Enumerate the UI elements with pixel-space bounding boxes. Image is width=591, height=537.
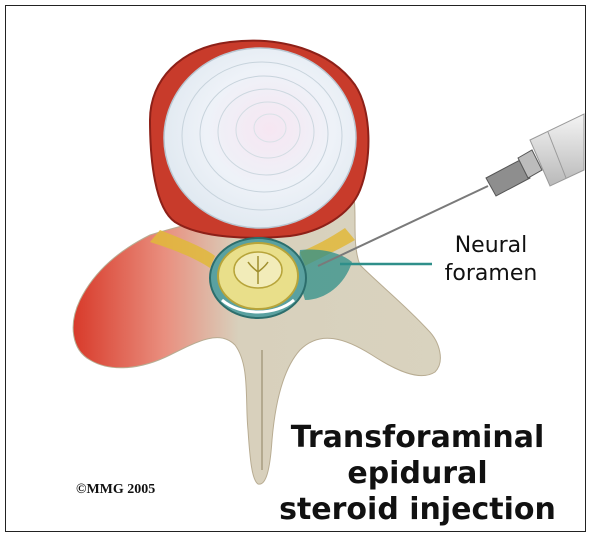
needle-hub (486, 150, 542, 196)
title-line2: epidural (265, 456, 570, 492)
syringe (530, 114, 584, 186)
neural-label-line2: foramen (426, 260, 556, 288)
copyright-text: ©MMG 2005 (76, 482, 155, 498)
diagram-title: Transforaminal epidural steroid injectio… (265, 420, 570, 528)
spinal-cord (210, 238, 306, 318)
intervertebral-disc (164, 48, 356, 228)
title-line1: Transforaminal (265, 420, 570, 456)
neural-foramen-label: Neural foramen (426, 232, 556, 288)
title-line3: steroid injection (265, 492, 570, 528)
neural-label-line1: Neural (426, 232, 556, 260)
